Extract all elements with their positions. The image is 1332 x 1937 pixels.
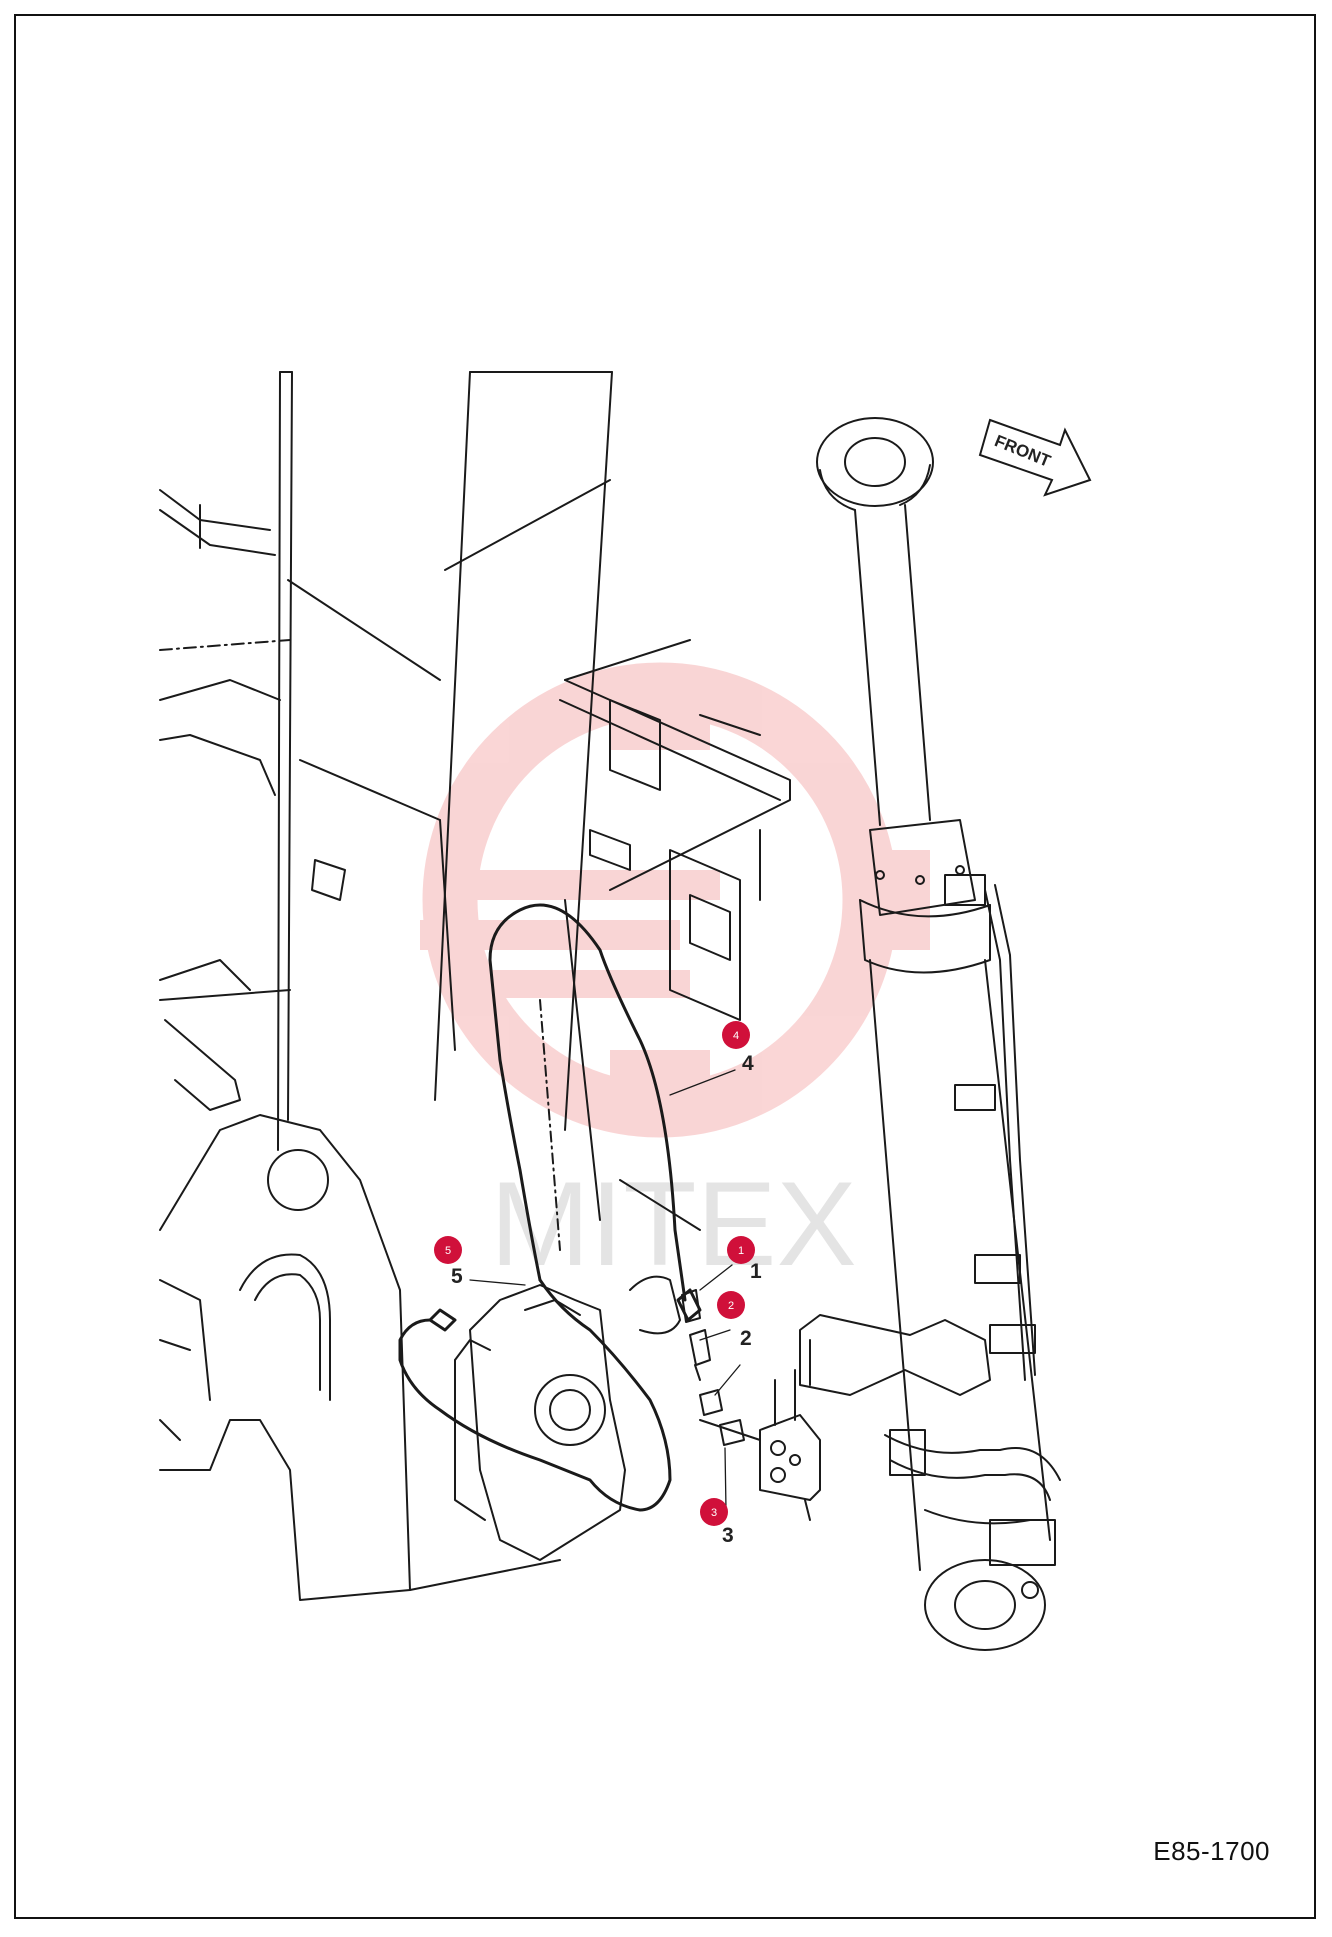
callout-2[interactable]: 2 2 bbox=[717, 1291, 752, 1350]
callout-2-label: 2 bbox=[740, 1327, 752, 1350]
callout-4[interactable]: 4 4 bbox=[722, 1021, 754, 1075]
callout-5-label: 5 bbox=[451, 1265, 463, 1288]
callout-2-badge-label: 2 bbox=[728, 1300, 734, 1312]
hydraulic-cylinder bbox=[799, 417, 1061, 1651]
callout-1-label: 1 bbox=[750, 1260, 762, 1283]
callout-3[interactable]: 3 3 bbox=[700, 1498, 734, 1547]
callout-5-badge-label: 5 bbox=[445, 1245, 451, 1257]
drawing-code: E85-1700 bbox=[1153, 1836, 1270, 1866]
callout-3-badge-label: 3 bbox=[711, 1507, 717, 1519]
callout-1[interactable]: 1 1 bbox=[727, 1236, 762, 1283]
rear-frame bbox=[559, 639, 791, 1231]
watermark-logo bbox=[420, 662, 930, 1138]
callout-4-badge-label: 4 bbox=[733, 1030, 739, 1042]
callout-1-badge-label: 1 bbox=[738, 1245, 744, 1257]
swing-bracket bbox=[159, 1114, 561, 1601]
cylinder-mount bbox=[454, 1275, 681, 1561]
callout-3-label: 3 bbox=[722, 1524, 734, 1547]
sensor-cable bbox=[398, 903, 702, 1512]
drawing-frame bbox=[14, 14, 1316, 1919]
leader-lines bbox=[469, 1069, 741, 1511]
proximity-sensor bbox=[681, 1289, 745, 1446]
callout-4-label: 4 bbox=[742, 1052, 754, 1075]
upper-frame bbox=[159, 489, 346, 1111]
valve-block bbox=[699, 1369, 821, 1521]
callout-5[interactable]: 5 5 bbox=[434, 1236, 463, 1288]
boom bbox=[277, 371, 613, 1251]
front-direction-arrow: FRONT bbox=[978, 418, 1092, 497]
